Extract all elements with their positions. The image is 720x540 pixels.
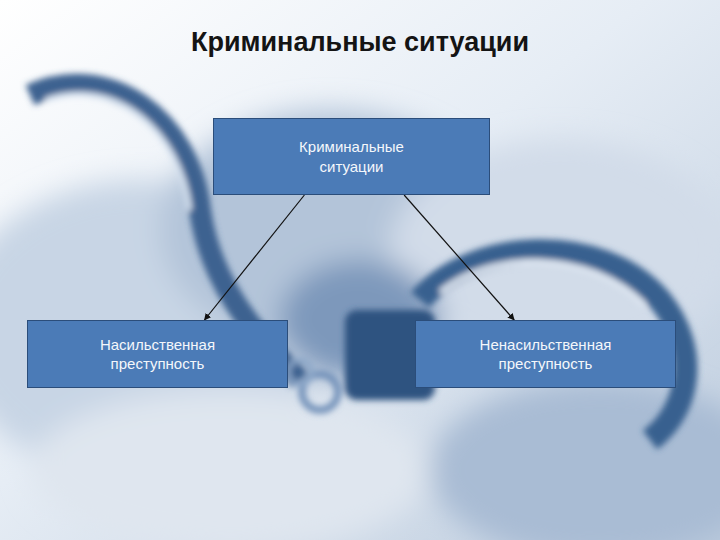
process-box: Криминальные ситуации <box>213 118 490 195</box>
box-text-group: Криминальные ситуации <box>269 137 434 176</box>
process-box: Насильственная преступность <box>27 320 288 388</box>
box-text: Насильственная преступность <box>68 335 248 374</box>
slide-title: Криминальные ситуации <box>0 27 720 58</box>
process-box: Ненасильственная преступность <box>415 320 676 388</box>
box-text-group: Ненасильственная преступность <box>446 335 646 374</box>
box-text: Ненасильственная преступность <box>446 335 646 374</box>
hands <box>0 110 720 540</box>
box-text: Криминальные ситуации <box>269 137 434 176</box>
connector-arrow <box>204 195 304 320</box>
connector-arrow <box>404 195 514 320</box>
box-text-group: Насильственная преступность <box>68 335 248 374</box>
